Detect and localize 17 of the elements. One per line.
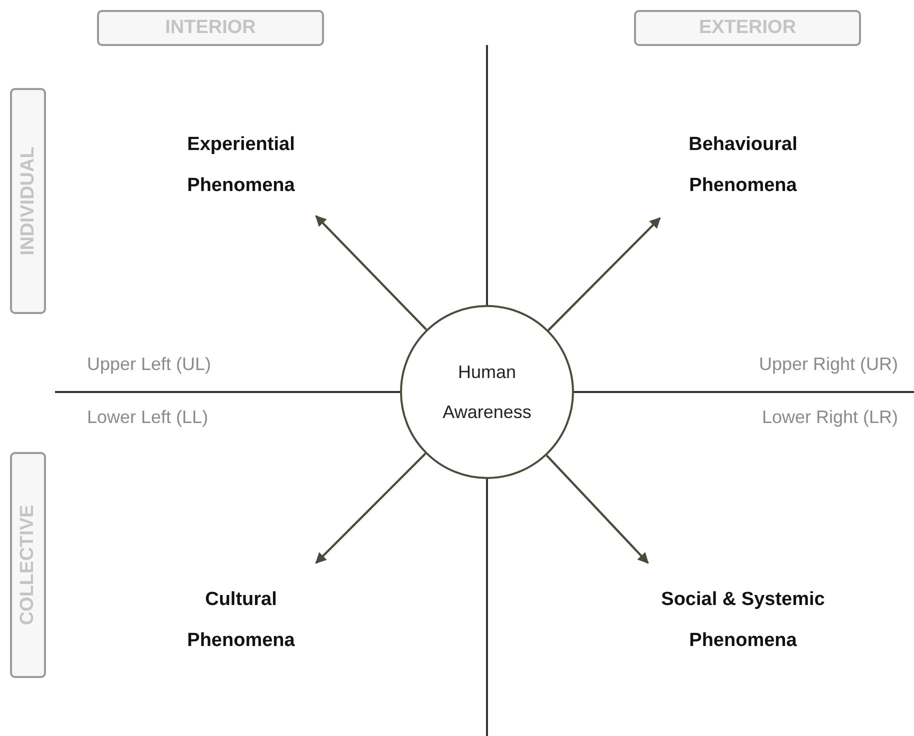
arrow bbox=[546, 454, 649, 564]
arrow bbox=[315, 215, 428, 330]
quadrant-title: Cultural Phenomena bbox=[186, 588, 296, 653]
quadrant-title: Behavioural Phenomena bbox=[688, 133, 798, 198]
row-heading-box bbox=[10, 452, 46, 678]
quadrant-name: Lower Right (LR) bbox=[762, 407, 898, 428]
arrow bbox=[548, 217, 661, 332]
center-text: Human Awareness bbox=[442, 361, 532, 424]
quadrant-name: Upper Left (UL) bbox=[87, 354, 212, 375]
quadrant-name: Upper Right (UR) bbox=[758, 354, 898, 375]
quadrant-title: Experiential Phenomena bbox=[186, 133, 296, 198]
column-heading-box bbox=[97, 10, 324, 46]
row-heading-box bbox=[10, 88, 46, 314]
arrow bbox=[315, 452, 426, 564]
quadrant-name: Lower Left (LL) bbox=[87, 407, 208, 428]
quadrant-title: Social & Systemic Phenomena bbox=[660, 588, 826, 653]
column-heading-box bbox=[634, 10, 861, 46]
